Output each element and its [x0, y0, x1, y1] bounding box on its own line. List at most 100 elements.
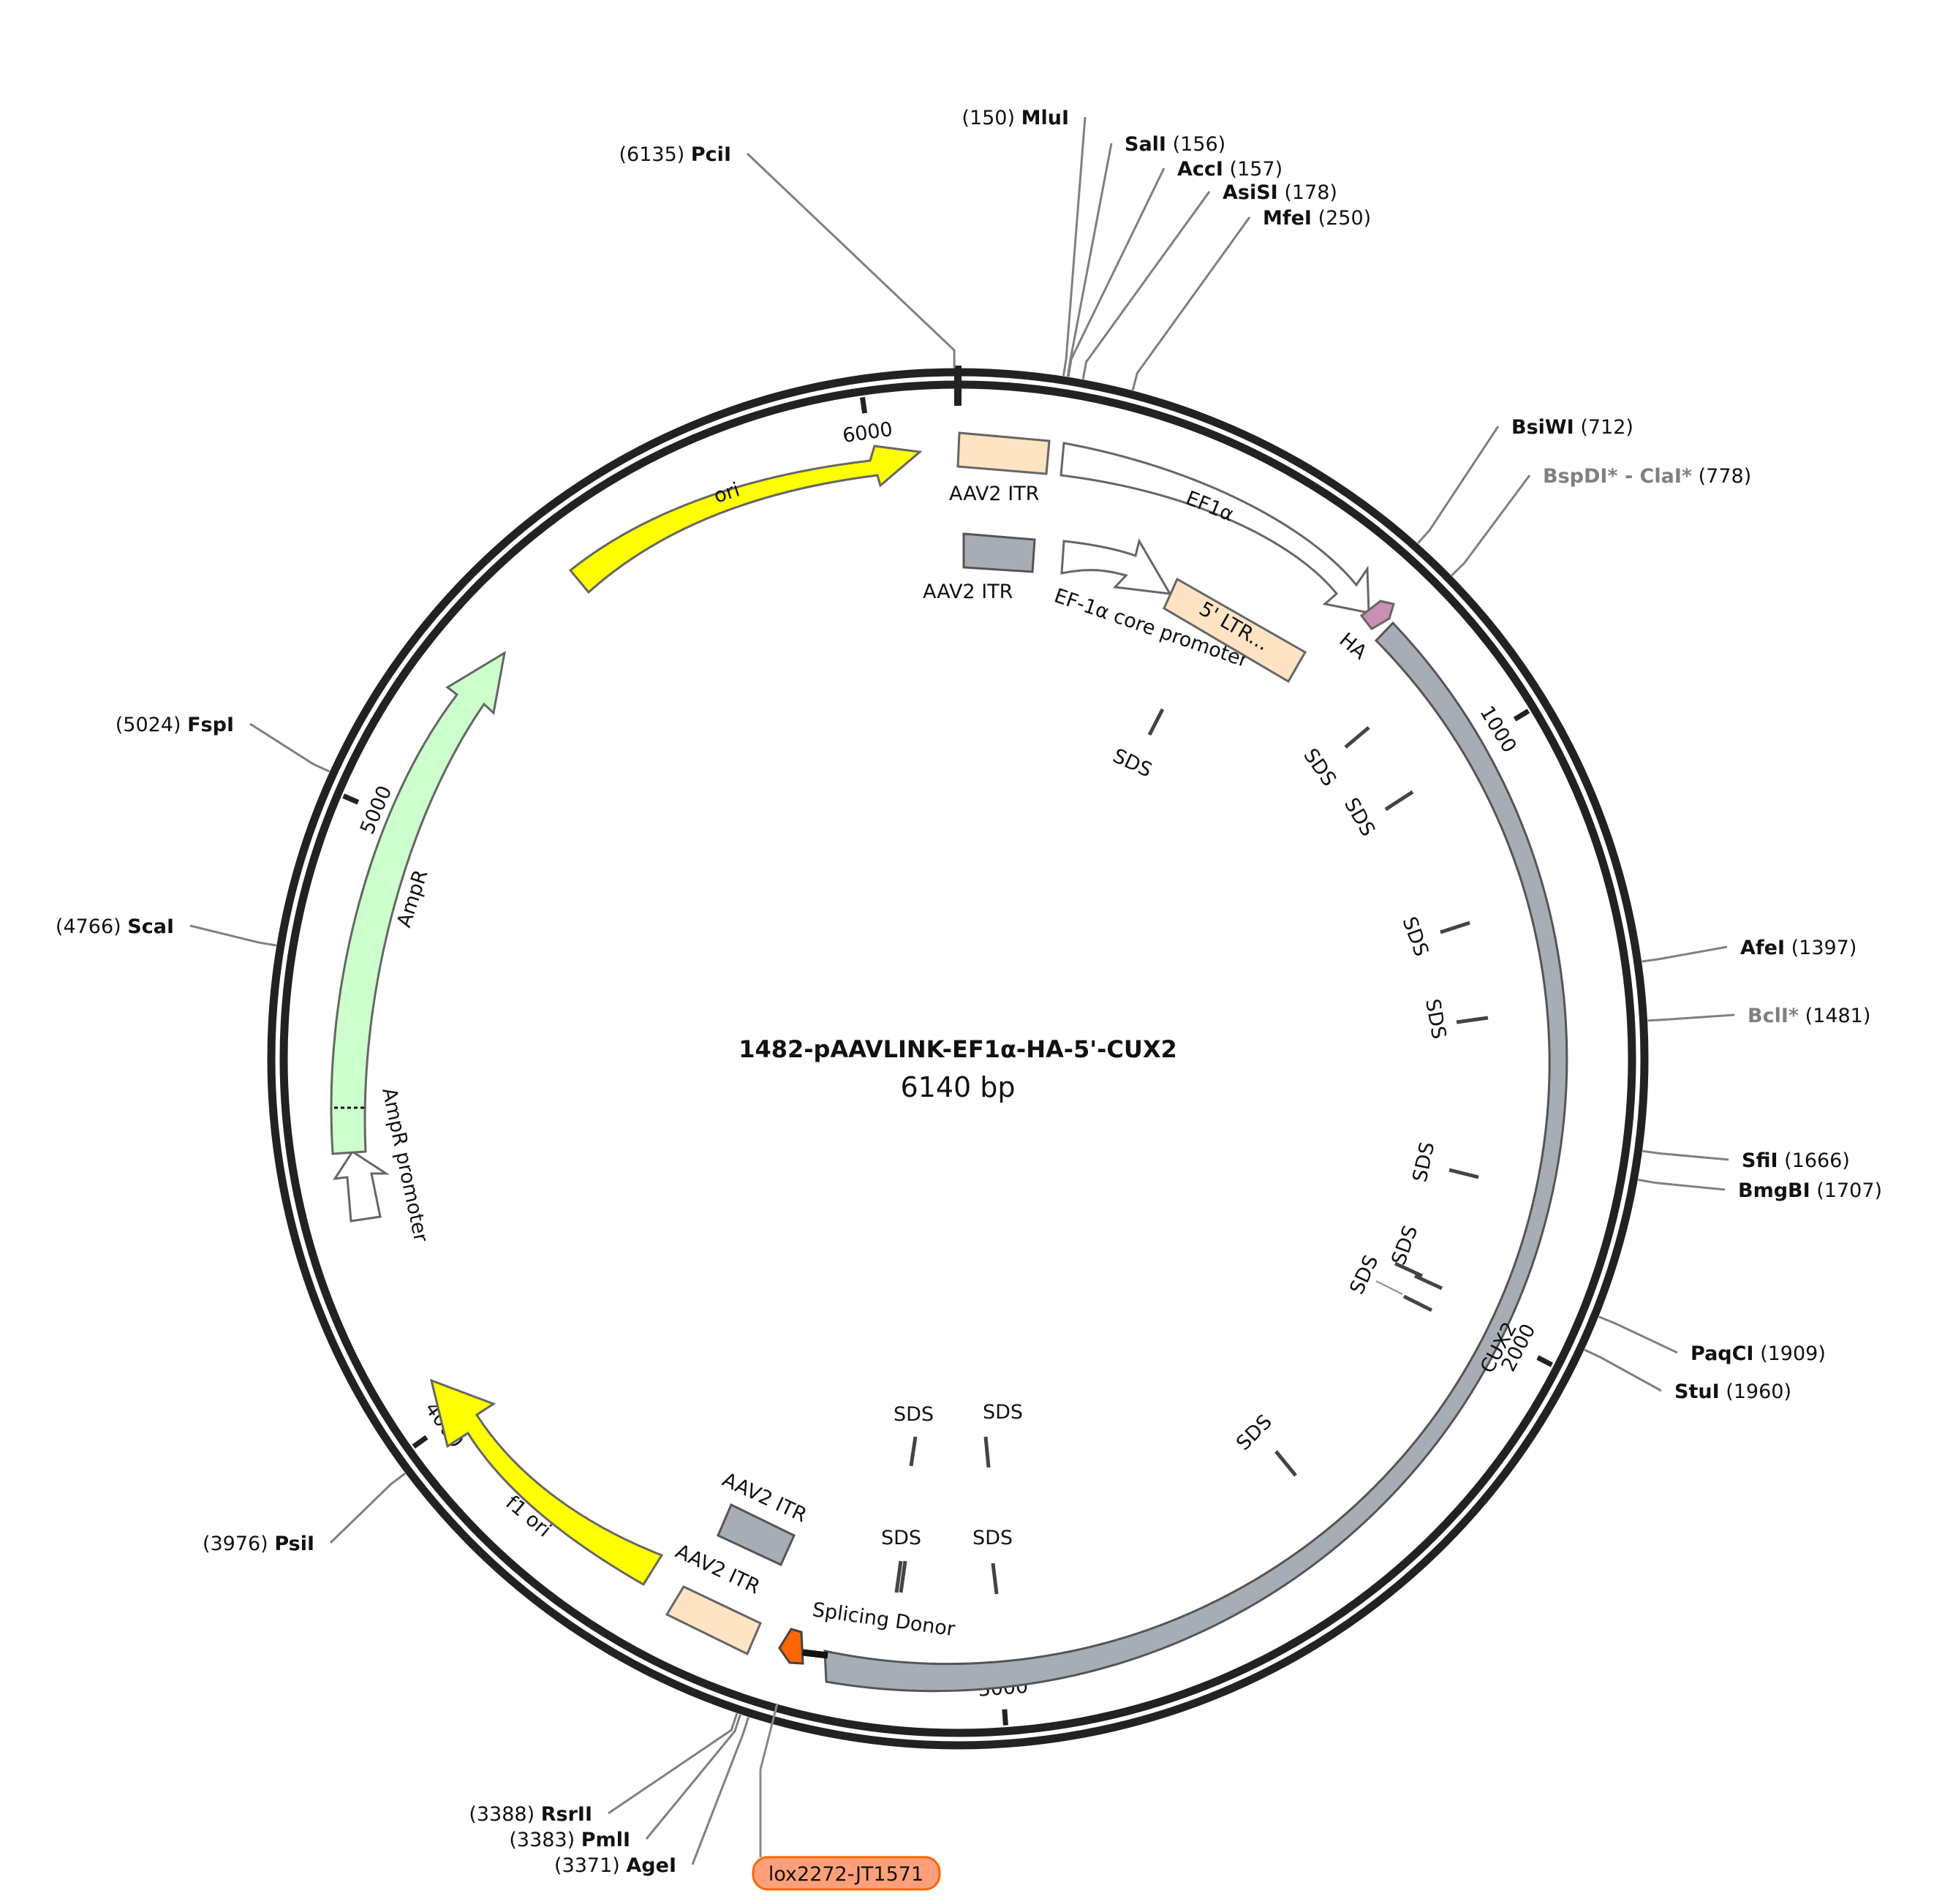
lox-leader: [759, 1703, 779, 1770]
sds-mark: [1384, 790, 1414, 812]
sds-label: SDS: [1397, 914, 1432, 959]
bp-tick-label: 6000: [841, 418, 894, 447]
site-leader-asisi: [1081, 191, 1211, 379]
sds-label: SDS: [881, 1527, 921, 1549]
bp-tick-3000: [1002, 1709, 1008, 1726]
site-leader-pcii: [746, 152, 956, 369]
site-label-stui[interactable]: StuI (1960): [1674, 1380, 1791, 1403]
feature-ori-arrow[interactable]: [568, 445, 923, 594]
site-label-acci[interactable]: AccI (157): [1177, 158, 1283, 181]
feature-label: Splicing Donor: [811, 1598, 957, 1641]
sds-label: SDS: [1345, 1252, 1383, 1298]
sds-leader: [1375, 1280, 1403, 1295]
site-label-bmgbi[interactable]: BmgBI (1707): [1738, 1179, 1882, 1202]
site-leader-rsrii: [608, 1712, 739, 1815]
feature-label: AAV2 ITR: [923, 581, 1013, 603]
sds-label: SDS: [1387, 1223, 1422, 1268]
sds-label: SDS: [1421, 997, 1450, 1041]
sds-mark: [1456, 1016, 1489, 1024]
sds-mark: [1402, 1294, 1433, 1312]
splicing-donor-bar: [802, 1649, 828, 1659]
site-leader-sfii: [1642, 1149, 1729, 1161]
site-leader-bspdi-clai-: [1451, 475, 1531, 577]
site-label-mfei[interactable]: MfeI (250): [1263, 207, 1371, 230]
bp-tick-2000: [1536, 1355, 1554, 1367]
site-leader-psii: [329, 1472, 406, 1544]
feature-ha[interactable]: [1359, 600, 1395, 630]
feature-aav2-itr-top-beige[interactable]: [956, 431, 1051, 475]
site-leader-acci: [1067, 167, 1166, 377]
sds-mark: [1413, 1274, 1443, 1291]
feature-aav2-itr-top-grey[interactable]: [962, 532, 1036, 573]
feature-f1-ori-arrow[interactable]: [429, 1378, 664, 1587]
site-label-psii[interactable]: (3976) PsiI: [203, 1533, 314, 1555]
sds-label: SDS: [1340, 794, 1379, 840]
feature-ef1a-core-promoter-arrow[interactable]: [1060, 538, 1172, 595]
feature-cux2[interactable]: [823, 621, 1568, 1693]
site-label-sfii[interactable]: SfiI (1666): [1742, 1149, 1850, 1172]
site-label-bcli-[interactable]: BclI* (1481): [1748, 1005, 1870, 1027]
sds-mark: [909, 1436, 918, 1467]
site-label-pmli[interactable]: (3383) PmlI: [509, 1829, 630, 1851]
site-label-afei[interactable]: AfeI (1397): [1740, 937, 1856, 959]
site-leader-fspi: [249, 722, 330, 773]
site-label-scai[interactable]: (4766) ScaI: [56, 915, 174, 938]
feature-ampr-arrow[interactable]: [330, 650, 507, 1155]
site-leader-mlui: [1062, 116, 1087, 377]
site-leader-afei: [1642, 945, 1728, 963]
feature-splicing-donor[interactable]: [778, 1628, 804, 1665]
sds-label: SDS: [983, 1401, 1023, 1424]
sds-label: SDS: [1109, 744, 1155, 782]
sds-label: SDS: [894, 1403, 934, 1426]
feature-ef1a-arrow[interactable]: [1059, 442, 1370, 614]
sds-mark: [991, 1563, 999, 1595]
sds-mark: [983, 1436, 991, 1468]
site-label-paqci[interactable]: PaqCI (1909): [1691, 1342, 1826, 1365]
feature-ampr-promoter-arrow[interactable]: [333, 1149, 390, 1223]
site-leader-bsiwi: [1417, 426, 1500, 544]
site-leader-scai: [189, 924, 277, 947]
sds-mark: [1448, 1168, 1479, 1179]
feature-label: AAV2 ITR: [949, 483, 1039, 505]
site-leader-paqci: [1598, 1315, 1678, 1354]
sds-label: SDS: [1232, 1410, 1277, 1455]
sds-label: SDS: [972, 1527, 1013, 1549]
site-leader-pmli: [645, 1714, 741, 1840]
site-label-bspdi-clai-[interactable]: BspDI* - ClaI* (778): [1543, 465, 1751, 488]
site-label-agei[interactable]: (3371) AgeI: [554, 1854, 676, 1877]
site-label-asisi[interactable]: AsiSI (178): [1223, 181, 1337, 204]
plasmid-length: 6140 bp: [900, 1071, 1015, 1103]
site-label-pcii[interactable]: (6135) PciI: [619, 143, 731, 166]
sds-mark: [1394, 1261, 1424, 1278]
site-label-bsiwi[interactable]: BsiWI (712): [1511, 416, 1633, 439]
lox2272-label-group: lox2272-JT1571: [752, 1703, 941, 1891]
site-label-sali[interactable]: SalI (156): [1125, 133, 1225, 156]
sds-label: SDS: [1299, 744, 1340, 790]
bp-tick-4000: [412, 1435, 428, 1449]
sds-mark: [1274, 1450, 1297, 1477]
feature-aav2-itr-bottom-grey[interactable]: [717, 1503, 796, 1567]
site-leader-bcli-: [1647, 1013, 1735, 1022]
sds-label: SDS: [1409, 1140, 1440, 1184]
feature-5-ltr[interactable]: [1163, 577, 1307, 684]
bp-tick-6000: [860, 396, 868, 414]
site-label-rsrii[interactable]: (3388) RsrII: [469, 1803, 592, 1826]
restriction-sites: (6135) PciI (150) MluI SalI (156)AccI (157…: [56, 107, 1882, 1877]
site-label-fspi[interactable]: (5024) FspI: [116, 714, 234, 736]
sds-mark: [894, 1560, 903, 1593]
bp-tick-1000: [1513, 709, 1530, 722]
site-label-mlui[interactable]: (150) MluI: [962, 107, 1069, 129]
site-leader-bmgbi: [1638, 1178, 1726, 1191]
feature-label: AmpR promoter: [377, 1086, 432, 1244]
site-leader-mfei: [1131, 216, 1251, 391]
sds-mark: [1147, 708, 1165, 736]
lox-badge[interactable]: [752, 1856, 941, 1891]
sds-mark: [1344, 726, 1370, 749]
feature-aav2-itr-bottom-beige[interactable]: [665, 1585, 762, 1656]
site-leader-agei: [691, 1717, 749, 1865]
site-leader-stui: [1584, 1348, 1662, 1392]
bp-tick-5000: [342, 793, 360, 805]
sds-marks: SDS SDS SDS SDS SDS SDS SDS SDS SDS SDS …: [881, 708, 1489, 1595]
sds-mark: [899, 1560, 907, 1593]
